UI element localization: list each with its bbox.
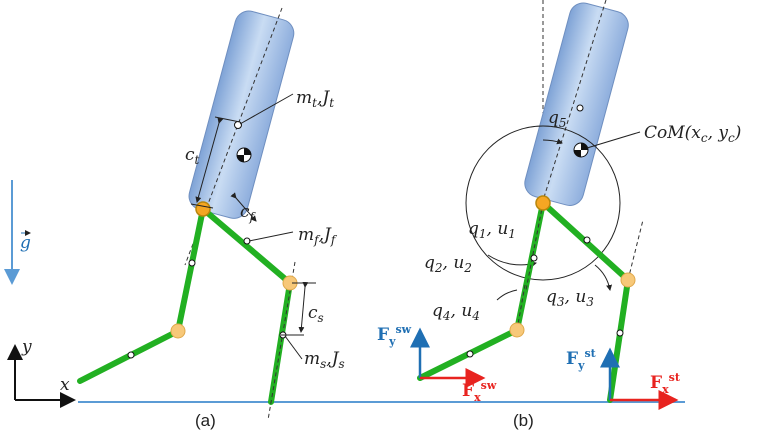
label-ct: ct: [185, 145, 200, 167]
label-q2-u2: q2, u2: [424, 253, 472, 275]
label-fy-sw: Fysw: [377, 323, 412, 348]
angle-arc-q1: [465, 125, 621, 281]
knee-b-right: [620, 272, 636, 288]
knee-b-left: [509, 322, 525, 338]
knee-a-left: [170, 323, 186, 339]
caption-b: (b): [513, 411, 534, 430]
panel-a: mt,Jt ct cf mf,Jf cs ms,Js g y x (a): [4, 7, 345, 430]
label-ms-js: ms,Js: [304, 349, 345, 371]
mass-markers-b: [466, 104, 624, 358]
panel-b: q5 CoM(xc, yc) q1, u1 q2, u2 q3, u3 q4, …: [377, 0, 741, 430]
label-q4-u4: q4, u4: [432, 301, 480, 323]
label-axis-x: x: [60, 375, 70, 395]
label-fx-sw: Fxsw: [462, 379, 497, 404]
mass-markers-a: [127, 121, 287, 359]
label-q1-u1: q1, u1: [468, 219, 516, 241]
label-fy-st: Fyst: [566, 347, 597, 372]
label-axis-y: y: [21, 337, 32, 357]
label-q3-u3: q3, u3: [546, 287, 594, 309]
hip-b: [535, 195, 551, 211]
label-fx-st: Fxst: [650, 371, 681, 396]
com-marker-a: [236, 147, 252, 163]
label-q5: q5: [548, 108, 567, 130]
hip-a: [195, 201, 211, 217]
caption-a: (a): [195, 411, 216, 430]
torso-b: [524, 2, 629, 206]
label-com: CoM(xc, yc): [644, 123, 741, 145]
label-mt-jt: mt,Jt: [296, 88, 334, 110]
com-marker-b: [573, 142, 589, 158]
label-mf-jf: mf,Jf: [298, 225, 338, 247]
label-cs: cs: [308, 303, 324, 325]
label-gravity: g: [20, 233, 31, 253]
label-cf: cf: [240, 202, 257, 224]
